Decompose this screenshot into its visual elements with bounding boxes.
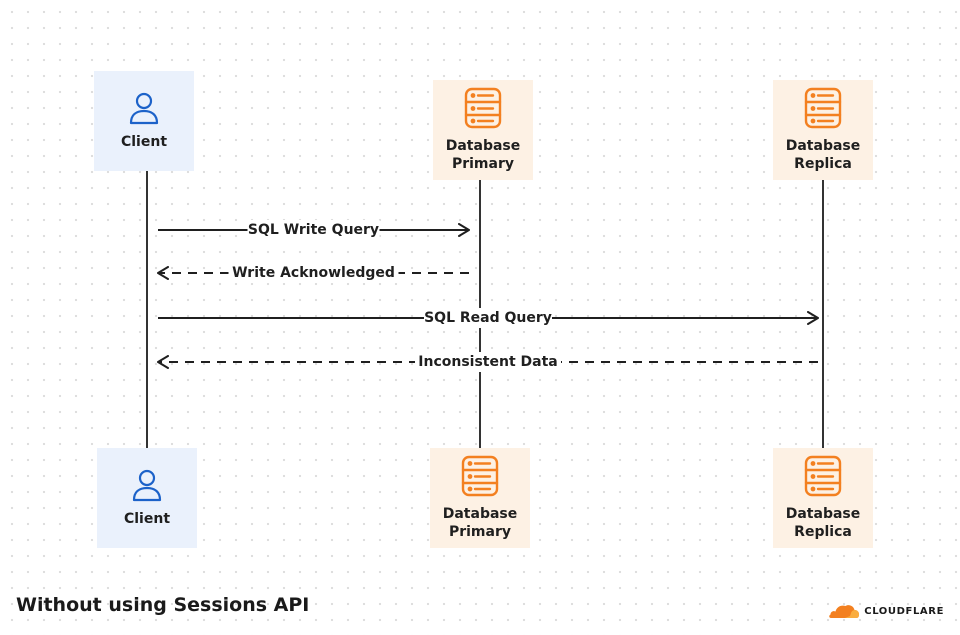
database-replica-node-bottom[interactable]: Database Replica: [773, 448, 873, 548]
database-replica-label-bottom: Database Replica: [785, 506, 861, 540]
message-label-1: SQL Write Query: [248, 222, 379, 238]
user-icon: [129, 92, 159, 125]
message-label-bg-4: [415, 352, 561, 372]
cloudflare-cloud-icon: [829, 605, 860, 618]
database-replica-node-top[interactable]: Database Replica: [773, 80, 873, 180]
message-label-bg-2: [228, 263, 399, 283]
diagram-title: Without using Sessions API: [16, 594, 310, 616]
client-label-bottom: Client: [123, 511, 171, 527]
client-node-top[interactable]: Client: [94, 71, 194, 171]
database-primary-node-top[interactable]: Database Primary: [433, 80, 533, 180]
message-label-bg-1: [247, 220, 380, 240]
message-label-bg-3: [424, 308, 552, 328]
cloudflare-brand: CLOUDFLARE: [828, 603, 944, 619]
database-icon: [804, 455, 842, 497]
database-primary-label-bottom: Database Primary: [442, 506, 518, 540]
user-icon: [132, 469, 162, 502]
message-label-4: Inconsistent Data: [418, 354, 557, 370]
cloudflare-wordmark: CLOUDFLARE: [864, 605, 944, 617]
message-label-3: SQL Read Query: [424, 310, 552, 326]
database-icon: [464, 87, 502, 129]
database-primary-label-top: Database Primary: [445, 138, 521, 172]
message-label-2: Write Acknowledged: [232, 265, 395, 281]
database-replica-label-top: Database Replica: [785, 138, 861, 172]
client-label-top: Client: [120, 134, 168, 150]
database-icon: [804, 87, 842, 129]
database-icon: [461, 455, 499, 497]
client-node-bottom[interactable]: Client: [97, 448, 197, 548]
database-primary-node-bottom[interactable]: Database Primary: [430, 448, 530, 548]
